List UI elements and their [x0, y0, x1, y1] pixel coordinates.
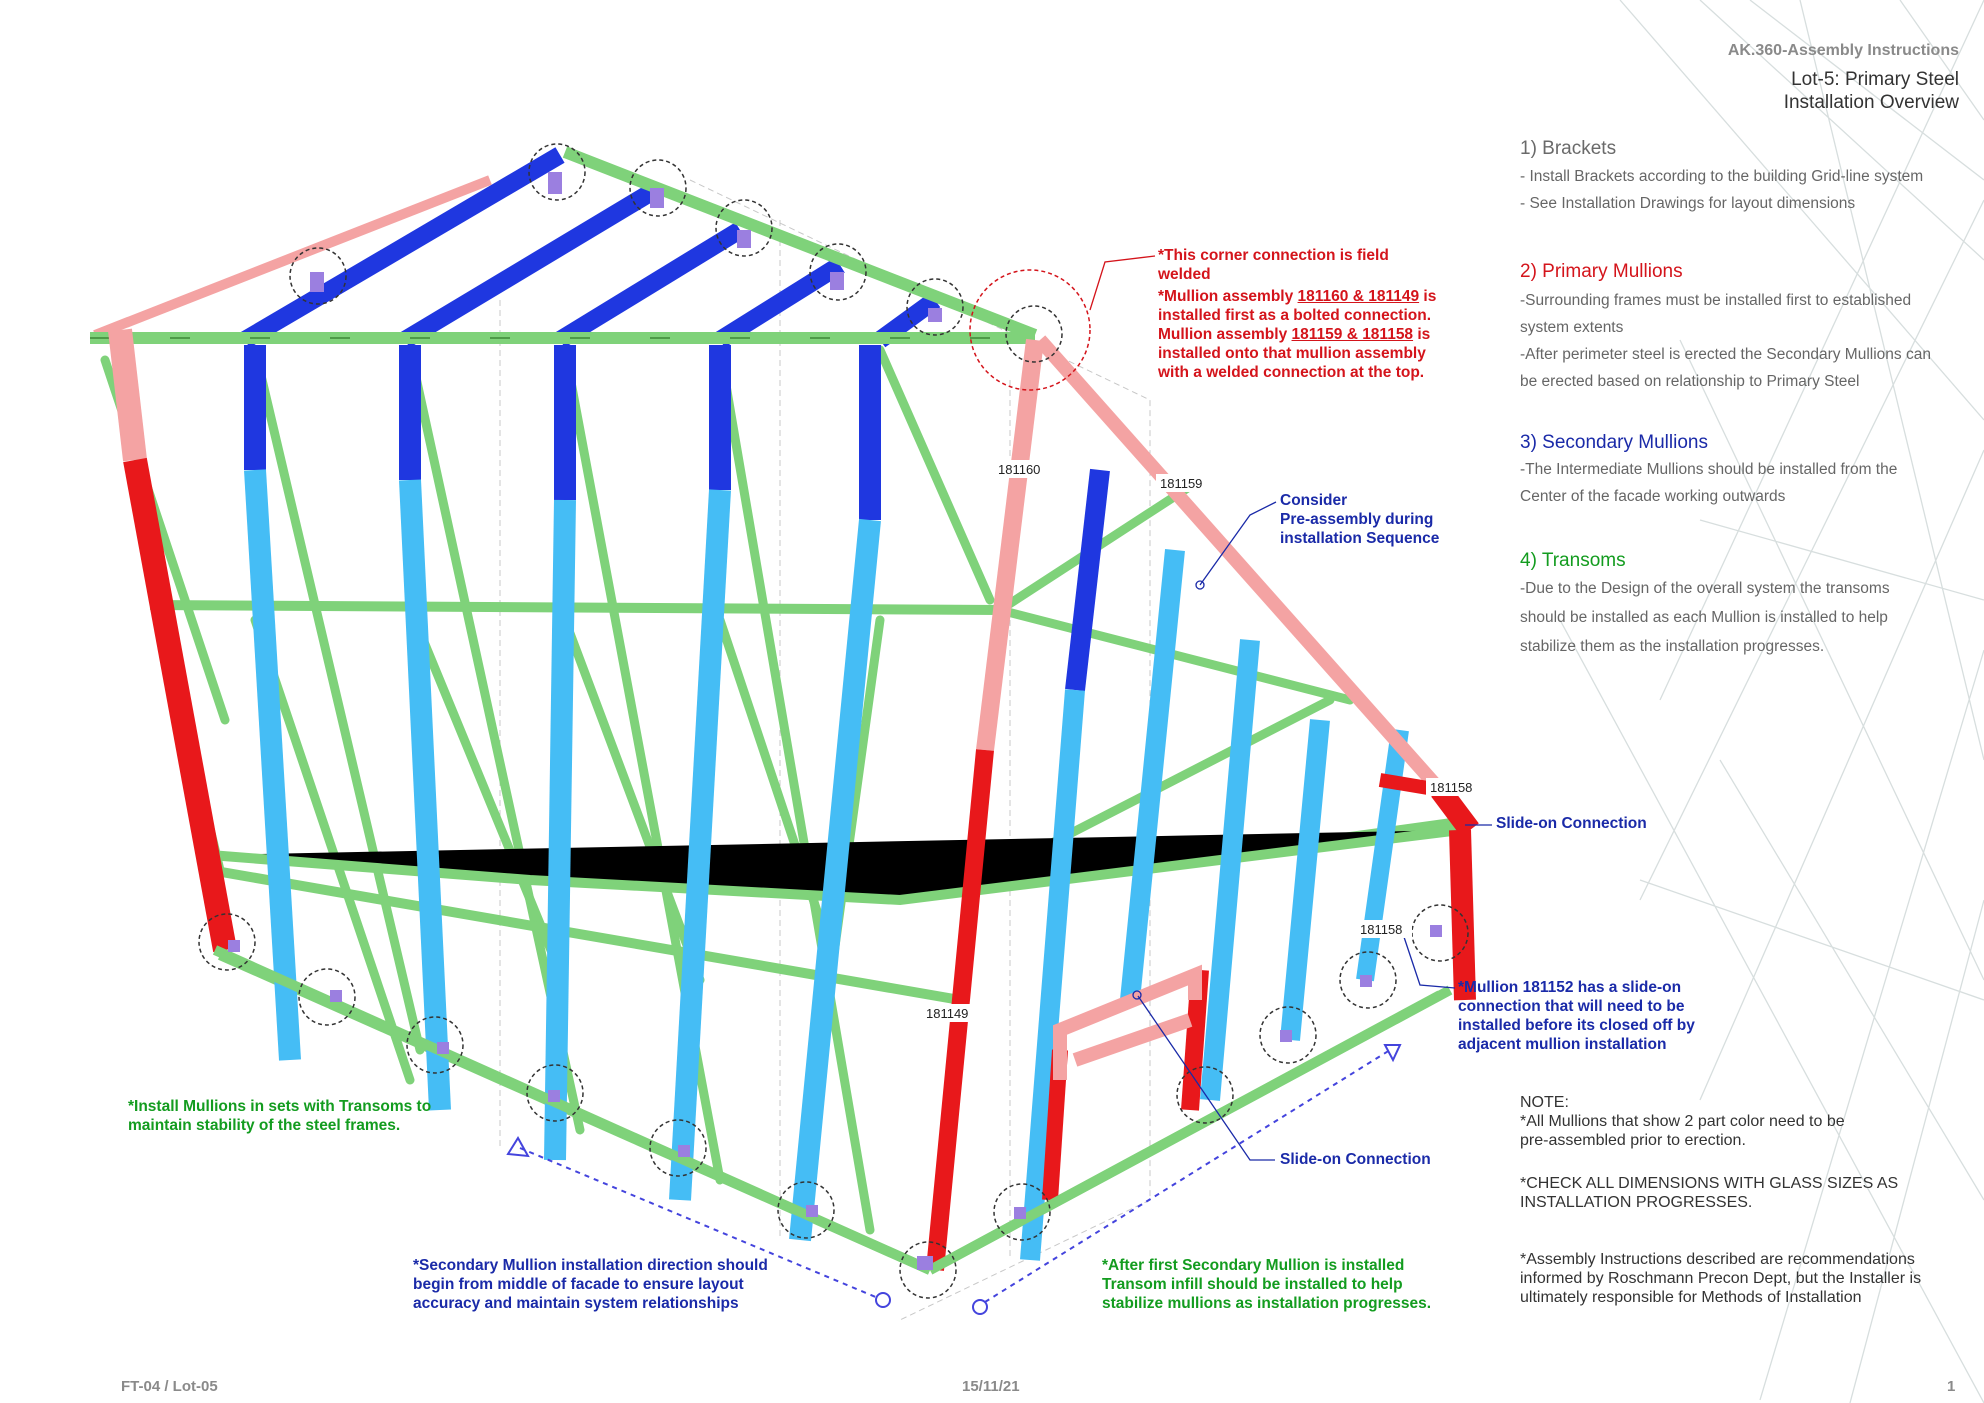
general-note-disclaimer: *Assembly Instructions described are rec…	[1520, 1251, 1922, 1306]
note-after-first: *After first Secondary Mullion is instal…	[1102, 1257, 1432, 1312]
section-brackets: 1) Brackets - Install Brackets according…	[1520, 138, 1923, 217]
primary-mullions	[108, 328, 1479, 1271]
section-heading: 2) Primary Mullions	[1520, 261, 1683, 282]
background-pattern	[1559, 0, 1984, 1403]
part-labels: 181160 181159 181158 181158 181149	[922, 460, 1482, 1022]
label-181149: 181149	[926, 1006, 968, 1021]
section-primary-mullions: 2) Primary Mullions -Surrounding frames …	[1520, 261, 1931, 395]
section-heading: 1) Brackets	[1520, 138, 1617, 159]
label-181159: 181159	[1160, 476, 1202, 491]
top-perimeter	[90, 146, 1038, 344]
section-transoms: 4) Transoms -Due to the Design of the ov…	[1520, 550, 1890, 661]
note-slide-on-top: Slide-on Connection	[1496, 815, 1647, 832]
note-secondary-direction: *Secondary Mullion installation directio…	[413, 1257, 768, 1312]
section-body: - Install Brackets according to the buil…	[1520, 168, 1924, 212]
note-install-sets: *Install Mullions in sets with Transoms …	[128, 1098, 432, 1134]
footer-date: 15/11/21	[962, 1378, 1020, 1395]
section-secondary-mullions: 3) Secondary Mullions -The Intermediate …	[1520, 432, 1897, 510]
direction-arrows	[506, 1044, 1402, 1315]
note-mullion-181152: *Mullion 181152 has a slide-on connectio…	[1458, 979, 1695, 1053]
sheet-title: Lot-5: Primary Steel Installation Overvi…	[1783, 69, 1959, 113]
leader-lines	[1089, 255, 1492, 1161]
note-corner-weld: *This corner connection is field welded	[1158, 247, 1389, 283]
section-body: -Due to the Design of the overall system…	[1520, 580, 1890, 655]
document-title: AK.360-Assembly Instructions	[1727, 42, 1959, 59]
footer-page-number: 1	[1947, 1378, 1956, 1395]
footer-lot: FT-04 / Lot-05	[121, 1378, 218, 1395]
section-heading: 4) Transoms	[1520, 550, 1626, 571]
section-body: -Surrounding frames must be installed fi…	[1520, 292, 1931, 390]
general-note-preassembly: NOTE: *All Mullions that show 2 part col…	[1520, 1094, 1845, 1149]
section-heading: 3) Secondary Mullions	[1520, 432, 1708, 453]
label-181160: 181160	[998, 462, 1040, 477]
section-body: -The Intermediate Mullions should be ins…	[1520, 461, 1898, 505]
label-181158-top: 181158	[1430, 780, 1472, 795]
general-note-dimensions: *CHECK ALL DIMENSIONS WITH GLASS SIZES A…	[1520, 1175, 1899, 1211]
inner-frame	[1053, 964, 1202, 1080]
note-slide-on-bottom: Slide-on Connection	[1280, 1151, 1431, 1168]
note-preassembly: Consider Pre-assembly during installatio…	[1280, 492, 1440, 547]
brackets	[228, 172, 1442, 1270]
label-181158-bottom: 181158	[1360, 922, 1402, 937]
secondary-mullions	[244, 345, 1409, 1261]
